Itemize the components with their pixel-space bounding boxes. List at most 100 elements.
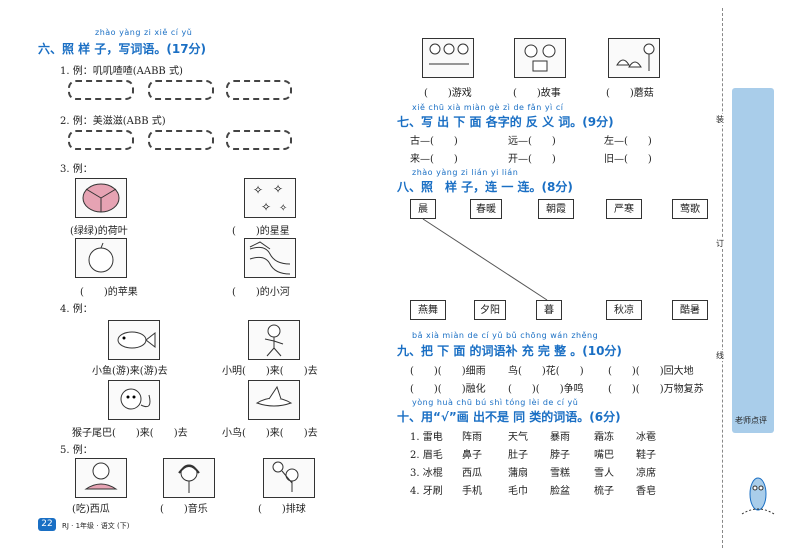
lotus-leaf-image	[75, 178, 127, 218]
match-word-bottom[interactable]: 暮	[536, 300, 562, 320]
word-choice[interactable]: 阵雨	[462, 432, 482, 443]
match-word-top[interactable]: 朝霞	[538, 199, 574, 219]
match-word-bottom[interactable]: 夕阳	[474, 300, 506, 320]
section-9-pinyin: bǎ xià miàn de cí yǔ bǔ chōng wán zhěng	[412, 331, 599, 340]
binding-char: 装	[716, 114, 724, 125]
answer-box[interactable]	[68, 130, 134, 150]
eating-watermelon-image	[75, 458, 127, 498]
exercise-3-prompt: 3. 例：	[60, 164, 93, 175]
word-choice[interactable]: 雪人	[594, 468, 614, 479]
word-choice[interactable]: 冰雹	[636, 432, 656, 443]
answer-box[interactable]	[226, 80, 292, 100]
word-choice[interactable]: 鼻子	[462, 450, 482, 461]
match-word-bottom[interactable]: 秋凉	[606, 300, 642, 320]
word-choice[interactable]: 毛巾	[508, 486, 528, 497]
word-choice[interactable]: 凉席	[636, 468, 656, 479]
word-choice[interactable]: 鞋子	[636, 450, 656, 461]
activity-item: ( )游戏	[424, 88, 472, 99]
svg-text:✧: ✧	[261, 200, 271, 214]
word-choice[interactable]: 脸盆	[550, 486, 570, 497]
exercise-4-item: 猴子尾巴( )来( )去	[72, 428, 188, 439]
exercise-5-item: ( )音乐	[160, 504, 208, 515]
answer-box[interactable]	[148, 80, 214, 100]
match-word-top[interactable]: 莺歌	[672, 199, 708, 219]
word-choice[interactable]: 西瓜	[462, 468, 482, 479]
section-10-pinyin: yòng huà chū bú shì tóng lèi de cí yǔ	[412, 398, 579, 407]
stars-image: ✧✧✧✧	[244, 178, 296, 218]
match-word-bottom[interactable]: 燕舞	[410, 300, 446, 320]
antonym-item: 古—( )	[410, 136, 458, 147]
footer-text: RJ · 1年级 · 语文 (下)	[62, 522, 130, 530]
binding-char: 线	[716, 350, 724, 361]
kids-playing-image	[422, 38, 474, 78]
word-choice[interactable]: 脖子	[550, 450, 570, 461]
antonym-item: 左—( )	[604, 136, 652, 147]
exercise-3-item: ( )的苹果	[80, 287, 138, 298]
section-6-title: 六、照 样 子，写词语。(17分)	[38, 42, 207, 56]
answer-box[interactable]	[68, 80, 134, 100]
word-choice[interactable]: 1. 雷电	[410, 432, 443, 443]
mascot-icon	[741, 477, 775, 515]
section-6-pinyin: zhào yàng zi xiě cí yǔ	[95, 28, 193, 37]
answer-box[interactable]	[148, 130, 214, 150]
exercise-3-item: ( )的星星	[232, 226, 290, 237]
word-choice[interactable]: 天气	[508, 432, 528, 443]
section-8-pinyin: zhào yàng zi lián yi lián	[412, 168, 519, 177]
activity-item: ( )蘑菇	[606, 88, 654, 99]
volleyball-image	[263, 458, 315, 498]
completion-item: ( )( )融化	[410, 384, 486, 395]
match-word-top[interactable]: 春暖	[470, 199, 502, 219]
exercise-3-item: ( )的小河	[232, 287, 290, 298]
monkey-image	[108, 380, 160, 420]
teacher-comment-panel	[732, 88, 774, 433]
completion-item: ( )( )细雨	[410, 366, 486, 377]
section-7-title: 七、写 出 下 面 各字的 反 义 词。(9分)	[397, 115, 614, 129]
match-word-top[interactable]: 严寒	[606, 199, 642, 219]
word-choice[interactable]: 4. 牙刷	[410, 486, 443, 497]
word-choice[interactable]: 暴雨	[550, 432, 570, 443]
fish-image	[108, 320, 160, 360]
exercise-5-item: (吃)西瓜	[72, 504, 110, 515]
word-choice[interactable]: 霜冻	[594, 432, 614, 443]
section-7-pinyin: xiě chū xià miàn gè zì de fǎn yì cí	[412, 103, 564, 112]
svg-text:✧: ✧	[273, 182, 283, 196]
word-choice[interactable]: 手机	[462, 486, 482, 497]
antonym-item: 开—( )	[508, 154, 556, 165]
antonym-item: 来—( )	[410, 154, 458, 165]
exercise-3-item: (绿绿)的荷叶	[70, 226, 128, 237]
river-image	[244, 238, 296, 278]
mushroom-image	[608, 38, 660, 78]
svg-text:✧: ✧	[253, 183, 263, 197]
word-choice[interactable]: 3. 冰棍	[410, 468, 443, 479]
activity-item: ( )故事	[513, 88, 561, 99]
word-choice[interactable]: 2. 眉毛	[410, 450, 443, 461]
antonym-item: 旧—( )	[604, 154, 652, 165]
match-word-top[interactable]: 晨	[410, 199, 436, 219]
antonym-item: 远—( )	[508, 136, 556, 147]
exercise-5-item: ( )排球	[258, 504, 306, 515]
boy-running-image	[248, 320, 300, 360]
exercise-1-prompt: 1. 例：叽叽喳喳(AABB 式)	[60, 66, 183, 77]
word-choice[interactable]: 蒲扇	[508, 468, 528, 479]
apple-image	[75, 238, 127, 278]
answer-box[interactable]	[226, 130, 292, 150]
completion-item: ( )( )回大地	[608, 366, 694, 377]
binding-line	[722, 8, 723, 548]
word-choice[interactable]: 肚子	[508, 450, 528, 461]
exercise-4-item: 小鱼(游)来(游)去	[92, 366, 168, 377]
svg-text:✧: ✧	[279, 203, 287, 214]
exercise-2-prompt: 2. 例：美滋滋(ABB 式)	[60, 116, 166, 127]
exercise-4-prompt: 4. 例：	[60, 304, 93, 315]
exercise-4-item: 小明( )来( )去	[222, 366, 318, 377]
teacher-comment-label: 老师点评	[735, 416, 767, 425]
word-choice[interactable]: 嘴巴	[594, 450, 614, 461]
storytelling-image	[514, 38, 566, 78]
section-9-title: 九、把 下 面 的词语补 充 完 整 。(10分)	[397, 344, 622, 358]
match-word-bottom[interactable]: 酷暑	[672, 300, 708, 320]
word-choice[interactable]: 雪糕	[550, 468, 570, 479]
exercise-4-item: 小鸟( )来( )去	[222, 428, 318, 439]
word-choice[interactable]: 梳子	[594, 486, 614, 497]
section-10-title: 十、用“√”画 出不是 同 类的词语。(6分)	[397, 410, 621, 424]
word-choice[interactable]: 香皂	[636, 486, 656, 497]
exercise-5-prompt: 5. 例：	[60, 445, 93, 456]
